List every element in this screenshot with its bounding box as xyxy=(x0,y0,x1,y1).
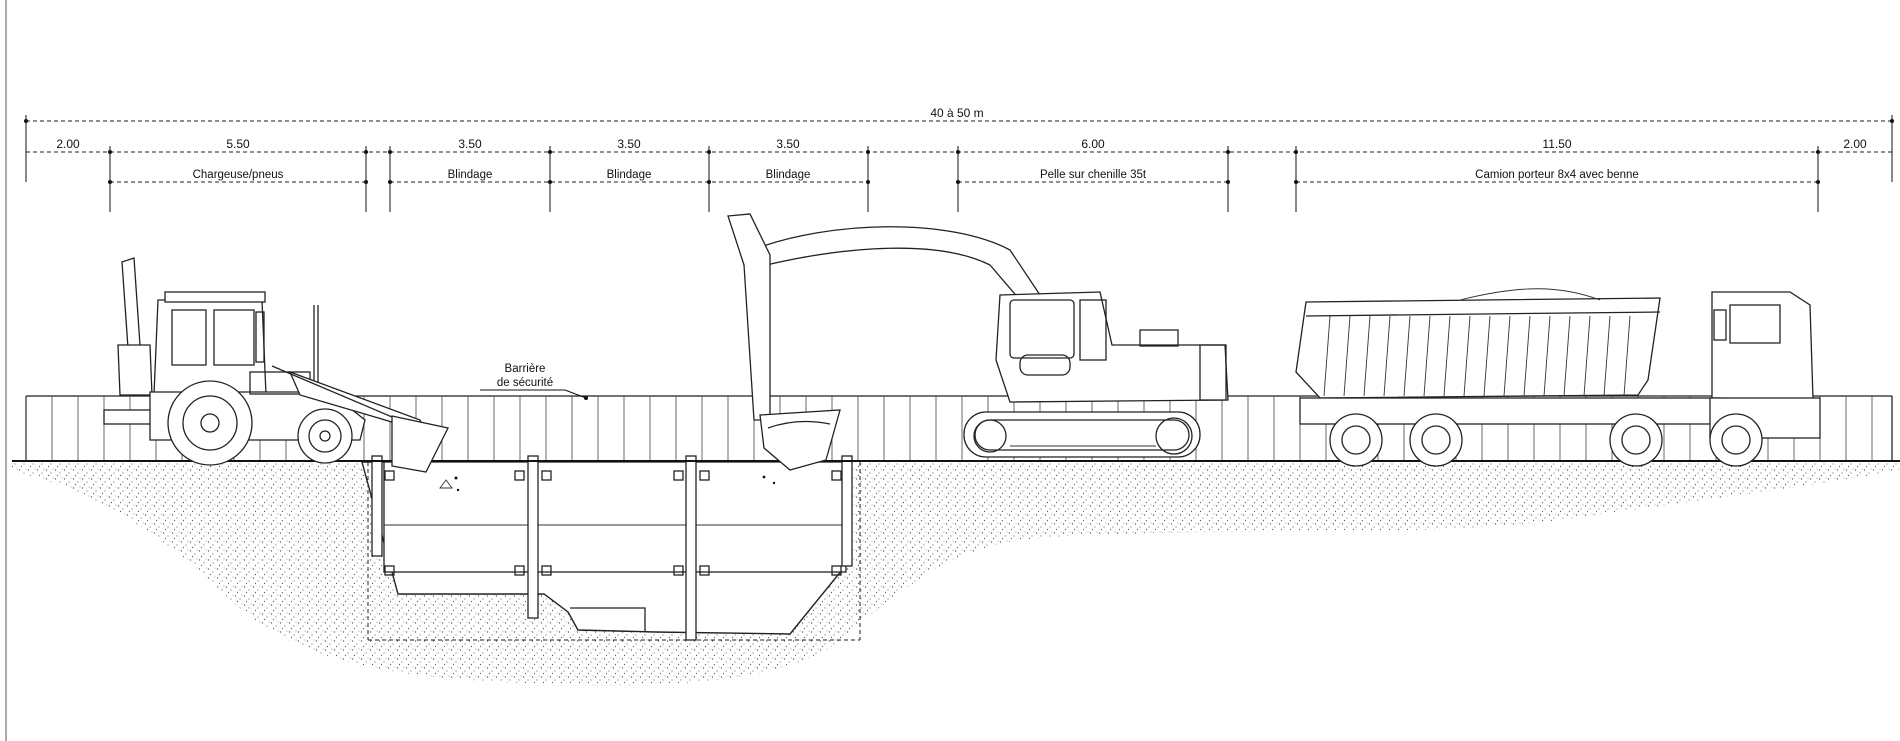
size-label-6: 6.00 xyxy=(1081,137,1105,151)
trench-shoring-boxes xyxy=(367,455,861,641)
size-label-3: 3.50 xyxy=(458,137,482,151)
soil-mass xyxy=(12,462,1900,686)
dimension-chains: 40 à 50 m 2.00 5.50 3.50 3.50 3.50 6.00 … xyxy=(24,106,1894,212)
dump-body-rib xyxy=(1343,315,1351,397)
dump-body-rib xyxy=(1443,315,1451,397)
barrier-label-line1: Barrière xyxy=(505,363,546,375)
barrier-annotation: Barrière de sécurité xyxy=(480,363,588,400)
size-label-1: 2.00 xyxy=(56,137,80,151)
dump-body-rib xyxy=(1563,315,1571,397)
dump-body-rib xyxy=(1603,315,1611,397)
equipment-dimension-lines xyxy=(108,180,1820,184)
size-ticks xyxy=(108,146,1820,212)
dump-body-rib xyxy=(1363,315,1371,397)
dump-body-rib xyxy=(1403,315,1411,397)
equipment-label-shoring-3: Blindage xyxy=(766,169,811,181)
size-label-8: 2.00 xyxy=(1843,137,1867,151)
equipment-label-shoring-2: Blindage xyxy=(607,169,652,181)
wheel-loader xyxy=(103,257,449,473)
dump-body-rib xyxy=(1383,315,1391,397)
crawler-excavator xyxy=(727,213,1229,471)
trench-debris-marks xyxy=(439,475,776,492)
dump-body-rib xyxy=(1423,315,1431,397)
overall-dimension-label: 40 à 50 m xyxy=(930,106,983,120)
dump-body-rib xyxy=(1463,315,1471,397)
size-label-4: 3.50 xyxy=(617,137,641,151)
dump-body-rib xyxy=(1483,315,1491,397)
dump-body-rib xyxy=(1323,315,1331,397)
dump-body-rib xyxy=(1583,315,1591,397)
equipment-label-truck: Camion porteur 8x4 avec benne xyxy=(1475,169,1639,181)
size-label-2: 5.50 xyxy=(226,137,250,151)
dump-body-rib xyxy=(1623,315,1631,397)
size-label-5: 3.50 xyxy=(776,137,800,151)
barrier-label-line2: de sécurité xyxy=(497,377,553,389)
size-label-7: 11.50 xyxy=(1542,137,1571,151)
equipment-label-loader: Chargeuse/pneus xyxy=(193,169,284,181)
dump-body-rib xyxy=(1543,315,1551,397)
dump-body-rib xyxy=(1523,315,1531,397)
dump-body-rib xyxy=(1503,315,1511,397)
equipment-label-shoring-1: Blindage xyxy=(448,169,493,181)
equipment-label-excavator: Pelle sur chenille 35t xyxy=(1040,169,1147,181)
dump-truck-8x4 xyxy=(1295,288,1821,467)
